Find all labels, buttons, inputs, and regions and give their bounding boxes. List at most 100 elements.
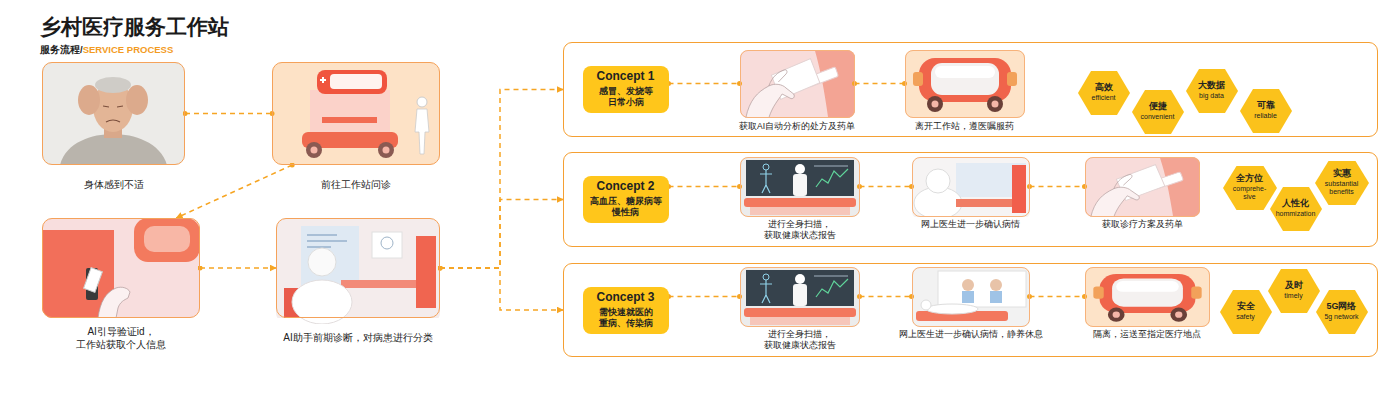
hexagon-subtitle: 5g network bbox=[1324, 313, 1358, 321]
hexagon-subtitle: hommization bbox=[1276, 210, 1316, 218]
image-card: 前往工作站问诊 bbox=[272, 62, 440, 165]
ai-diagnosis-art bbox=[341, 280, 416, 288]
hexagon-shape bbox=[1315, 161, 1369, 205]
flow-connector bbox=[1030, 296, 1085, 298]
flow-connector bbox=[185, 113, 272, 115]
feature-hexagon: 5G网络5g network bbox=[1316, 290, 1368, 334]
hexagon-subtitle: big data bbox=[1199, 92, 1224, 100]
card-caption: 网上医生进一步确认病情，静养休息 bbox=[899, 329, 1043, 340]
prescription-art bbox=[740, 50, 855, 118]
hexagon-shape bbox=[1268, 269, 1320, 313]
kiosk-vehicle-art bbox=[417, 97, 427, 107]
concept-title: Concept 3 bbox=[596, 291, 654, 304]
subtitle: 服务流程/ bbox=[40, 44, 83, 57]
hexagon-shape bbox=[1270, 187, 1322, 231]
concept-panel: Concept 1感冒、发烧等 日常小病 获取AI自动分析的处方及药单离开工作站，… bbox=[563, 42, 1378, 137]
id-check-art bbox=[144, 226, 190, 252]
hexagon-subtitle: convenient bbox=[1141, 113, 1175, 121]
flow-connector bbox=[176, 165, 292, 218]
hexagon-shape bbox=[1220, 290, 1272, 334]
image-card: 获取AI自动分析的处方及药单 bbox=[740, 50, 855, 118]
ai-diagnosis-art bbox=[276, 218, 440, 324]
image-card: AI助手前期诊断，对病患进行分类 bbox=[276, 218, 440, 318]
flow-connector bbox=[669, 296, 740, 298]
feature-hexagon: 及时timely bbox=[1268, 269, 1320, 313]
hexagon-shape bbox=[1240, 89, 1292, 133]
hexagon-title: 大数据 bbox=[1198, 81, 1225, 91]
hexagon-shape bbox=[1270, 187, 1322, 231]
id-check-art bbox=[98, 287, 130, 318]
id-check-art bbox=[42, 218, 200, 318]
kiosk-vehicle-art bbox=[310, 90, 390, 136]
hexagon-subtitle: reliable bbox=[1254, 112, 1277, 120]
feature-hexagon: 高效efficient bbox=[1078, 71, 1130, 115]
subtitle: SERVICE PROCESS bbox=[83, 44, 174, 57]
hexagon-title: 便捷 bbox=[1149, 102, 1167, 112]
id-check-art bbox=[84, 268, 103, 293]
hexagon-shape bbox=[1132, 90, 1184, 134]
doctor-consult-art bbox=[912, 157, 1030, 219]
capsule-vehicle-art bbox=[905, 50, 1025, 118]
hexagon-shape bbox=[1268, 269, 1320, 313]
concept-box: Concept 1感冒、发烧等 日常小病 bbox=[583, 66, 669, 113]
hexagon-title: 实惠 bbox=[1333, 169, 1351, 179]
feature-hexagon: 实惠substantial benefits bbox=[1315, 161, 1369, 205]
image-card: 进行全身扫描， 获取健康状态报告 bbox=[740, 267, 860, 327]
hexagon-shape bbox=[1240, 89, 1292, 133]
card-caption: 进行全身扫描， 获取健康状态报告 bbox=[740, 329, 860, 351]
flow-connector bbox=[440, 200, 563, 269]
flow-connector bbox=[669, 186, 740, 188]
body-scan-art bbox=[740, 267, 860, 327]
capsule-vehicle-art bbox=[1085, 267, 1210, 327]
concept-panel: Concept 2高血压、糖尿病等 慢性病进行全身扫描， 获取健康状态报告网上医… bbox=[563, 152, 1378, 247]
hexagon-subtitle: timely bbox=[1284, 292, 1302, 300]
body-scan-art bbox=[740, 267, 860, 327]
prescription-art bbox=[740, 50, 855, 118]
kiosk-vehicle-art bbox=[415, 109, 429, 154]
prescription-art bbox=[1085, 157, 1200, 217]
kiosk-vehicle-art bbox=[322, 77, 324, 83]
card-caption: 隔离，运送至指定医疗地点 bbox=[1093, 329, 1201, 340]
card-caption: 离开工作站，遵医嘱服药 bbox=[915, 121, 1014, 132]
concept-description: 感冒、发烧等 日常小病 bbox=[589, 86, 663, 107]
id-check-art bbox=[134, 218, 200, 262]
hexagon-title: 5G网络 bbox=[1326, 302, 1356, 312]
sick-person-art bbox=[42, 62, 185, 165]
sick-person-art bbox=[42, 62, 185, 165]
image-card: 进行全身扫描， 获取健康状态报告 bbox=[740, 157, 860, 217]
hexagon-shape bbox=[1316, 290, 1368, 334]
image-card: 获取诊疗方案及药单 bbox=[1085, 157, 1200, 217]
video-doctor-art bbox=[912, 267, 1030, 327]
hexagon-shape bbox=[1220, 290, 1272, 334]
hexagon-shape bbox=[1186, 69, 1238, 113]
concept-title: Concept 2 bbox=[596, 180, 654, 193]
kiosk-vehicle-art bbox=[317, 70, 387, 94]
ai-diagnosis-art bbox=[307, 246, 331, 248]
feature-hexagon: 安全safety bbox=[1220, 290, 1272, 334]
hexagon-title: 可靠 bbox=[1257, 101, 1275, 111]
prescription-art bbox=[1085, 157, 1200, 217]
feature-hexagon: 便捷convenient bbox=[1132, 90, 1184, 134]
hexagon-subtitle: safety bbox=[1236, 313, 1255, 321]
capsule-vehicle-art bbox=[905, 50, 1025, 118]
flow-connector bbox=[440, 90, 563, 269]
kiosk-vehicle-art bbox=[322, 117, 377, 123]
card-caption: 获取诊疗方案及药单 bbox=[1102, 219, 1183, 230]
ai-diagnosis-art bbox=[416, 236, 436, 308]
kiosk-vehicle-art bbox=[383, 147, 390, 154]
card-caption: 前往工作站问诊 bbox=[321, 178, 391, 191]
ai-diagnosis-art bbox=[307, 240, 347, 242]
sick-person-art bbox=[42, 62, 185, 165]
kiosk-vehicle-art bbox=[272, 62, 440, 165]
capsule-vehicle-art bbox=[1085, 267, 1210, 327]
hexagon-subtitle: substantial benefits bbox=[1321, 180, 1363, 195]
flow-connector bbox=[440, 268, 563, 310]
id-check-art bbox=[42, 218, 200, 318]
hexagon-shape bbox=[1186, 69, 1238, 113]
card-caption: AI助手前期诊断，对病患进行分类 bbox=[283, 331, 432, 344]
kiosk-vehicle-art bbox=[311, 147, 318, 154]
sick-person-art bbox=[103, 106, 123, 122]
sick-person-art bbox=[95, 77, 131, 93]
